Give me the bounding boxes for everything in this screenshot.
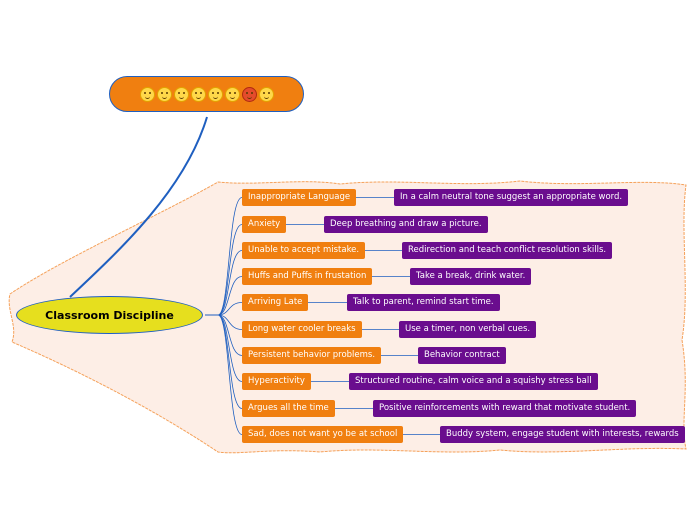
topic-node[interactable]: Hyperactivity <box>242 373 311 390</box>
detail-node[interactable]: Talk to parent, remind start time. <box>347 294 500 311</box>
detail-node[interactable]: Deep breathing and draw a picture. <box>324 216 488 233</box>
topic-node[interactable]: Argues all the time <box>242 400 335 417</box>
detail-node[interactable]: In a calm neutral tone suggest an approp… <box>394 189 629 206</box>
shushing-face-icon <box>207 86 223 102</box>
yawning-face-icon <box>224 86 240 102</box>
topic-node[interactable]: Unable to accept mistake. <box>242 242 366 259</box>
cursing-face-icon <box>241 86 257 102</box>
branch-connectors <box>205 197 440 435</box>
hub-to-topic-connector <box>205 314 243 435</box>
detail-node[interactable]: Use a timer, non verbal cues. <box>399 321 537 338</box>
central-topic[interactable]: Classroom Discipline <box>16 296 203 334</box>
central-to-emoji-connector <box>69 116 208 298</box>
topic-node[interactable]: Arriving Late <box>242 294 309 311</box>
pensive-face-icon <box>156 86 172 102</box>
crying-face-icon <box>190 86 206 102</box>
worried-face-icon <box>173 86 189 102</box>
grinning-face-icon <box>139 86 155 102</box>
topic-node[interactable]: Sad, does not want yo be at school <box>242 426 404 443</box>
emoji-floating-topic[interactable] <box>109 76 304 112</box>
detail-node[interactable]: Redirection and teach conflict resolutio… <box>402 242 613 259</box>
topic-node[interactable]: Long water cooler breaks <box>242 321 362 338</box>
detail-node[interactable]: Positive reinforcements with reward that… <box>373 400 637 417</box>
topic-node[interactable]: Inappropriate Language <box>242 189 357 206</box>
detail-node[interactable]: Behavior contract <box>418 347 506 364</box>
detail-node[interactable]: Take a break, drink water. <box>410 268 532 285</box>
central-topic-label: Classroom Discipline <box>45 308 174 322</box>
detail-node[interactable]: Buddy system, engage student with intere… <box>440 426 685 443</box>
slightly-smiling-face-icon <box>258 86 274 102</box>
topic-node[interactable]: Anxiety <box>242 216 287 233</box>
topic-node[interactable]: Persistent behavior problems. <box>242 347 382 364</box>
detail-node[interactable]: Structured routine, calm voice and a squ… <box>349 373 598 390</box>
topic-node[interactable]: Huffs and Puffs in frustation <box>242 268 373 285</box>
